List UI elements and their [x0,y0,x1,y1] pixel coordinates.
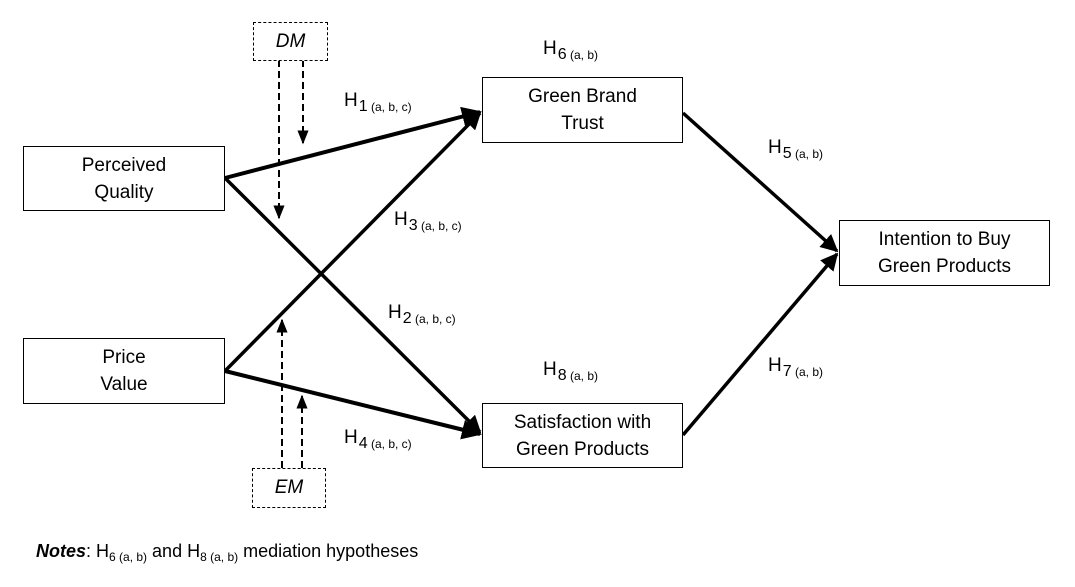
hypothesis-label-h8: H8 (a, b) [543,359,598,384]
node-label-line: Value [100,374,148,395]
node-price-value: Price Value [23,338,225,404]
hypothesis-label-h5: H5 (a, b) [768,137,823,162]
node-label-line: Perceived [81,154,167,176]
node-label-line: Satisfaction with [513,411,652,433]
node-label-line: Quality [94,181,154,203]
hypothesis-label-h1: H1 (a, b, c) [344,90,412,115]
node-green-brand-trust: Green Brand Trust [482,77,683,143]
hypothesis-label-h7: H7 (a, b) [768,355,823,380]
node-label-line: Green Products [515,438,650,460]
hypothesis-label-h2: H2 (a, b, c) [388,302,456,327]
moderator-dm-label: DM [275,30,306,52]
path-h1-pq-to-gbt [224,106,482,180]
node-label-line: Green Brand [528,86,637,107]
node-satisfaction-green-products: Satisfaction with Green Products [482,403,683,468]
path-h4-pv-to-sat [224,369,482,440]
path-h2-pq-to-sat [223,176,482,434]
moderator-em: EM [252,468,326,508]
path-h5-gbt-to-intention [681,111,839,253]
hypothesis-label-h3: H3 (a, b, c) [394,209,462,234]
node-intention-to-buy: Intention to Buy Green Products [839,220,1050,286]
node-label-line: Intention to Buy [878,229,1011,250]
node-label-line: Green Products [877,256,1012,277]
node-label-line: Price [102,347,146,368]
notes-caption: Notes: H6 (a, b) and H8 (a, b) mediation… [36,541,419,564]
hypothesis-label-h4: H4 (a, b, c) [344,427,412,452]
moderator-em-label: EM [274,477,304,498]
moderator-dm: DM [253,22,328,61]
node-perceived-quality: Perceived Quality [23,146,225,211]
node-label-line: Trust [561,113,604,134]
path-h7-sat-to-intention [681,252,839,437]
notes-label: Notes [36,541,87,561]
hypothesis-label-h6: H6 (a, b) [543,38,598,63]
path-h3-pv-to-gbt [223,111,482,373]
